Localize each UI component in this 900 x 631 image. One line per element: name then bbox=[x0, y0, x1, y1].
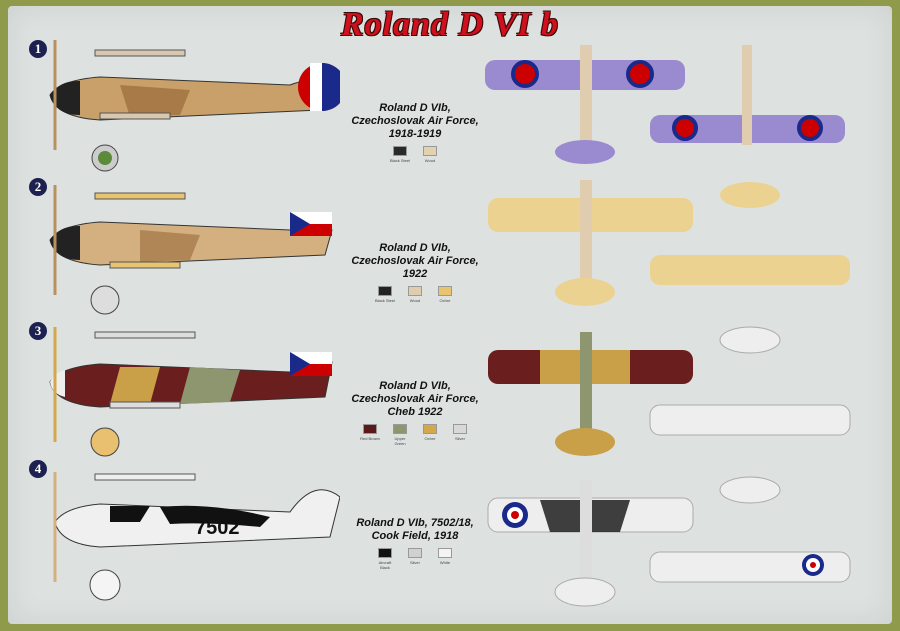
caption-line: Roland D VIb, 7502/18, bbox=[356, 517, 474, 529]
scheme-caption-4: Roland D VIb, 7502/18, Cook Field, 1918 … bbox=[340, 517, 490, 570]
caption-line: Czechoslovak Air Force, bbox=[351, 115, 479, 127]
caption-line: Roland D VIb, bbox=[379, 242, 451, 254]
swatch: Upper Green bbox=[389, 424, 411, 446]
swatch: White bbox=[434, 548, 456, 570]
top-view-4 bbox=[487, 476, 851, 607]
caption-line: Cheb 1922 bbox=[387, 406, 443, 418]
scheme-caption-2: Roland D VIb, Czechoslovak Air Force, 19… bbox=[340, 242, 490, 303]
top-view-1 bbox=[485, 45, 845, 164]
swatch: Wood bbox=[419, 146, 441, 163]
color-swatches: Red Brown Upper Green Ochre Silver bbox=[340, 424, 490, 446]
swatch: Black Steel bbox=[389, 146, 411, 163]
side-profile-1 bbox=[49, 40, 340, 172]
caption-line: Czechoslovak Air Force, bbox=[351, 255, 479, 267]
scheme-caption-1: Roland D VIb, Czechoslovak Air Force, 19… bbox=[340, 102, 490, 163]
caption-line: Roland D VIb, bbox=[379, 380, 451, 392]
caption-line: Czechoslovak Air Force, bbox=[351, 393, 479, 405]
side-profile-4: 7502 bbox=[53, 472, 340, 601]
swatch: Silver bbox=[404, 548, 426, 570]
swatch: Ochre bbox=[419, 424, 441, 446]
caption-line: 1918-1919 bbox=[388, 128, 442, 140]
scheme-caption-3: Roland D VIb, Czechoslovak Air Force, Ch… bbox=[340, 380, 490, 446]
top-view-2 bbox=[488, 180, 850, 306]
scheme-number-1: 1 bbox=[29, 40, 47, 58]
top-view-3 bbox=[488, 326, 851, 456]
color-swatches: Aircraft Black Silver White bbox=[340, 548, 490, 570]
color-swatches: Black Steel Wood Ochre bbox=[340, 286, 490, 303]
side-profile-3 bbox=[49, 327, 333, 457]
serial-marking: 7502 bbox=[195, 517, 240, 539]
swatch: Silver bbox=[449, 424, 471, 446]
swatch: Black Steel bbox=[374, 286, 396, 303]
caption-line: Roland D VIb, bbox=[379, 102, 451, 114]
caption-line: Cook Field, 1918 bbox=[371, 530, 459, 542]
caption-line: 1922 bbox=[402, 268, 428, 280]
swatch: Red Brown bbox=[359, 424, 381, 446]
scheme-number-3: 3 bbox=[29, 322, 47, 340]
top-views bbox=[485, 45, 851, 607]
page-title: Roland D VI b bbox=[341, 6, 559, 43]
scheme-number-4: 4 bbox=[29, 460, 47, 478]
side-profile-2 bbox=[49, 185, 333, 315]
swatch: Aircraft Black bbox=[374, 548, 396, 570]
scheme-number-2: 2 bbox=[29, 178, 47, 196]
swatch: Ochre bbox=[434, 286, 456, 303]
color-swatches: Black Steel Wood bbox=[340, 146, 490, 163]
swatch: Wood bbox=[404, 286, 426, 303]
